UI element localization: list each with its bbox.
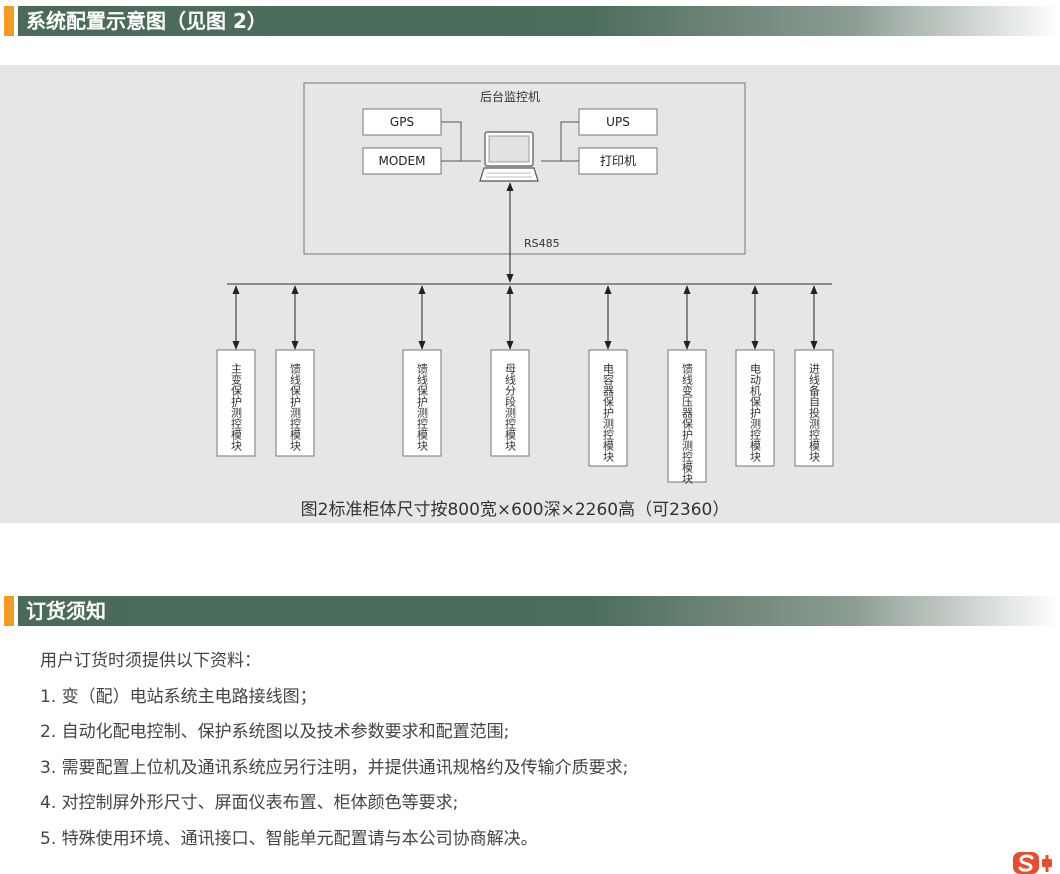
header-accent: [4, 6, 14, 36]
header-bar: [18, 596, 1060, 626]
order-note-item: 1. 变（配）电站系统主电路接线图；: [40, 686, 317, 707]
module-box-feeder-2: [402, 349, 442, 457]
device-box-printer: [578, 147, 658, 175]
module-label: 电动机保护测控模块: [749, 363, 762, 463]
connector-gps: [441, 121, 462, 161]
backend-label: 后台监控机: [480, 89, 540, 104]
header-accent: [4, 596, 14, 626]
device-box-gps: [362, 108, 442, 136]
order-note-intro: 用户订货时须提供以下资料：: [40, 651, 261, 671]
order-note-item: 3. 需要配置上位机及通讯系统应另行注明，并提供通讯规格约及传输介质要求;: [40, 757, 629, 778]
sogou-logo-icon: [1012, 850, 1060, 874]
module-label: 馈线保护测控模块: [416, 363, 429, 452]
module-label: 进线备自投测控模块: [808, 363, 821, 463]
device-box-ups: [578, 108, 658, 136]
section-header-system-config: 系统配置示意图（见图 2）: [0, 4, 1060, 38]
section-title: 订货须知: [26, 599, 106, 623]
module-label: 电容器保护测控模块: [602, 363, 615, 463]
device-label-modem: MODEM: [379, 154, 426, 168]
laptop-icon: [479, 131, 539, 182]
backend-box: [303, 82, 746, 255]
section-title: 系统配置示意图（见图 2）: [26, 9, 267, 33]
order-note-item: 5. 特殊使用环境、通讯接口、智能单元配置请与本公司协商解决。: [40, 828, 538, 849]
order-notes-list: 用户订货时须提供以下资料： 1. 变（配）电站系统主电路接线图； 2. 自动化配…: [40, 648, 628, 861]
module-box-main-transformer: [216, 349, 256, 457]
module-box-incoming-auto-transfer: [794, 349, 834, 467]
module-box-bus-section: [490, 349, 530, 457]
header-bar: [18, 6, 1060, 36]
module-box-feeder-transformer: [667, 349, 707, 483]
module-box-motor: [735, 349, 775, 467]
section-header-order-notes: 订货须知: [0, 594, 1060, 628]
module-box-capacitor: [588, 349, 628, 467]
connector-ups: [560, 121, 579, 161]
device-label-gps: GPS: [390, 115, 414, 129]
module-label: 馈线变压器保护测控模块: [681, 363, 694, 485]
module-box-feeder-1: [275, 349, 315, 457]
system-diagram: 后台监控机 GPS MODEM UPS 打印机 RS485: [216, 82, 834, 485]
device-box-modem: [362, 147, 442, 175]
device-label-ups: UPS: [606, 115, 630, 129]
module-group: 主变保护测控模块 馈线保护测控模块 馈线保护测控模块 母线分段测控模块 电容器保…: [216, 285, 834, 485]
module-label: 母线分段测控模块: [504, 363, 517, 452]
diagram-caption: 图2标准柜体尺寸按800宽×600深×2260高（可2360）: [300, 500, 730, 520]
order-note-item: 4. 对控制屏外形尺寸、屏面仪表布置、柜体颜色等要求;: [40, 793, 459, 813]
order-note-item: 2. 自动化配电控制、保护系统图以及技术参数要求和配置范围;: [40, 722, 510, 742]
module-label: 馈线保护测控模块: [289, 363, 302, 452]
module-label: 主变保护测控模块: [230, 363, 243, 452]
diagram-panel: 后台监控机 GPS MODEM UPS 打印机 RS485: [0, 65, 1060, 523]
device-label-printer: 打印机: [600, 154, 636, 168]
bus-label: RS485: [524, 237, 560, 250]
